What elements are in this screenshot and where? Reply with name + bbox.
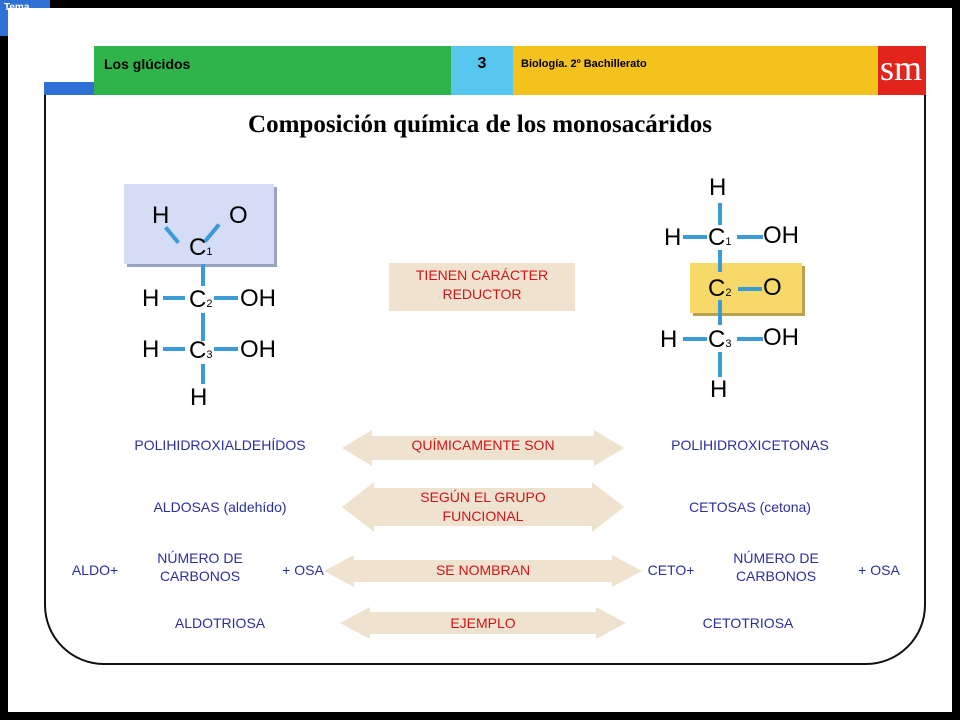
bond <box>718 352 722 377</box>
bond <box>163 347 185 351</box>
content-frame <box>44 95 926 665</box>
atom-c3: C3 <box>189 337 212 365</box>
unit-title-bar: Los glúcidos <box>94 46 451 82</box>
atom-oh: OH <box>240 285 276 312</box>
double-arrow <box>342 430 624 466</box>
atom-h: H <box>142 285 160 312</box>
page-title: Composición química de los monosacáridos <box>248 111 712 138</box>
atom-h: H <box>660 326 678 353</box>
atom-oh: OH <box>240 336 276 363</box>
reducer-label: TIENEN CARÁCTER REDUCTOR <box>389 266 575 304</box>
tema-label: Tema <box>4 2 30 13</box>
row4-center: EJEMPLO <box>450 615 516 631</box>
row3-left-mid-line-2: CARBONOS <box>159 568 241 584</box>
bond <box>201 313 205 341</box>
atom-c2: C2 <box>708 275 731 303</box>
row3-right-suffix: + OSA <box>858 562 900 578</box>
atom-h: H <box>710 376 728 403</box>
row3-right-mid-line-2: CARBONOS <box>735 568 817 584</box>
course-bar: Biología. 2º Bachillerato <box>513 46 878 82</box>
page-number-box: 3 <box>451 46 513 82</box>
atom-h: H <box>190 384 208 411</box>
slide-background <box>8 8 952 712</box>
row2-left: ALDOSAS (aldehído) <box>153 499 287 515</box>
bond <box>214 296 238 300</box>
sm-logo-text: sm <box>880 48 923 88</box>
atom-c1-index: 1 <box>725 236 732 248</box>
atom-c1-index: 1 <box>206 246 213 258</box>
row2-center-line-1: SEGÚN EL GRUPO <box>420 489 546 505</box>
reducer-line-1: TIENEN CARÁCTER <box>415 267 549 283</box>
atom-c3-symbol: C <box>189 337 207 364</box>
atom-c2-symbol: C <box>189 286 207 313</box>
atom-c1-symbol: C <box>189 234 207 261</box>
bond <box>737 337 763 341</box>
bond <box>718 250 722 272</box>
page-number: 3 <box>477 55 487 72</box>
atom-c2-symbol: C <box>708 275 726 302</box>
reducer-line-2: REDUCTOR <box>442 286 522 302</box>
bond <box>737 235 763 239</box>
row1-left: POLIHIDROXIALDEHÍDOS <box>134 437 306 453</box>
atom-c1: C1 <box>708 224 731 252</box>
row1-right: POLIHIDROXICETONAS <box>671 437 829 453</box>
bond <box>683 235 707 239</box>
tema-number: 4 <box>18 8 32 35</box>
row4-right: CETOTRIOSA <box>702 615 794 631</box>
double-arrow <box>342 482 624 532</box>
row3-left-suffix: + OSA <box>282 562 324 578</box>
row4-left: ALDOTRIOSA <box>174 615 266 631</box>
bond <box>214 347 238 351</box>
atom-oh: OH <box>763 222 799 249</box>
atom-c2-index: 2 <box>206 298 213 310</box>
reducer-box <box>389 263 575 311</box>
row3-right-mid: NÚMERO DE CARBONOS <box>706 549 846 585</box>
bond <box>163 296 185 300</box>
atom-oh: OH <box>763 324 799 351</box>
bond <box>718 203 722 225</box>
row2-center: SEGÚN EL GRUPO FUNCIONAL <box>372 488 594 526</box>
atom-c2-index: 2 <box>725 287 732 299</box>
bond <box>201 364 205 384</box>
row3-right-mid-line-1: NÚMERO DE <box>733 550 819 566</box>
aldehyde-group-highlight <box>124 184 274 264</box>
bond <box>718 300 722 325</box>
double-arrow <box>340 607 626 639</box>
double-arrow <box>324 555 642 587</box>
header-stripe <box>44 82 878 95</box>
atom-c3-symbol: C <box>708 326 726 353</box>
atom-c3: C3 <box>708 326 731 354</box>
row3-center: SE NOMBRAN <box>435 562 531 578</box>
atom-c1-symbol: C <box>708 224 726 251</box>
atom-c3-index: 3 <box>725 338 732 350</box>
row3-left-mid-line-1: NÚMERO DE <box>157 550 243 566</box>
atom-c3-index: 3 <box>206 349 213 361</box>
atom-h: H <box>709 174 727 201</box>
atom-c1: C1 <box>189 234 212 262</box>
bond <box>738 287 762 291</box>
atom-h: H <box>664 224 682 251</box>
atom-h: H <box>152 202 170 229</box>
row1-center: QUÍMICAMENTE SON <box>411 437 555 453</box>
row3-right-prefix: CETO+ <box>647 562 695 578</box>
atom-h: H <box>142 336 160 363</box>
row2-center-line-2: FUNCIONAL <box>442 508 524 524</box>
atom-c2: C2 <box>189 286 212 314</box>
row2-right: CETOSAS (cetona) <box>689 499 811 515</box>
unit-title: Los glúcidos <box>104 56 191 72</box>
sm-logo: sm <box>878 46 926 95</box>
bond <box>683 337 707 341</box>
atom-o: O <box>763 274 782 301</box>
course-title: Biología. 2º Bachillerato <box>521 58 647 70</box>
row3-left-prefix: ALDO+ <box>71 562 119 578</box>
bond <box>201 264 205 286</box>
row3-left-mid: NÚMERO DE CARBONOS <box>130 549 270 585</box>
atom-o: O <box>229 202 248 229</box>
